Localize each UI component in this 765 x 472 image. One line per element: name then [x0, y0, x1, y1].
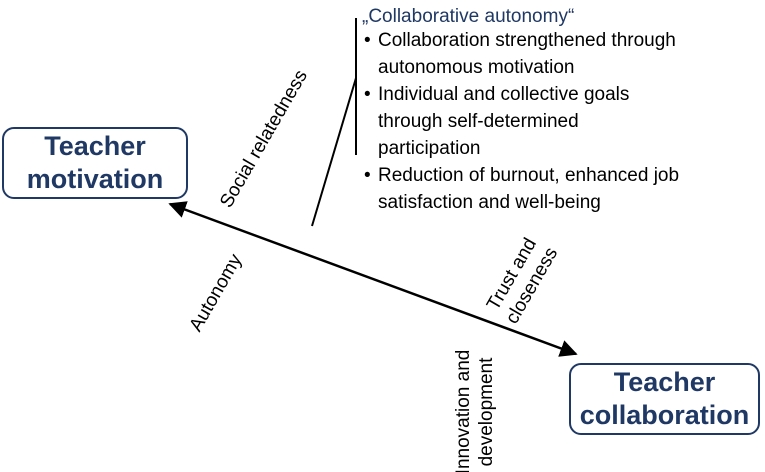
bullet-item: • Collaboration strengthened through aut…: [364, 27, 764, 81]
innovation-development-label: Innovation and development: [452, 350, 498, 472]
callout-bullet-list: • Collaboration strengthened through aut…: [364, 27, 764, 216]
bullet-dot: •: [364, 30, 371, 51]
bullet-dot: •: [364, 165, 371, 186]
teacher-collaboration-line-2: collaboration: [579, 400, 750, 430]
teacher-motivation-box: Teacher motivation: [2, 127, 188, 199]
main-arrow: [168, 201, 578, 357]
teacher-motivation-line-2: motivation: [26, 164, 164, 194]
teacher-collaboration-box: Teacher collaboration: [569, 363, 760, 435]
bullet-dot: •: [364, 84, 371, 105]
callout-connector: [311, 77, 357, 227]
bullet-item: • Individual and collective goals throug…: [364, 81, 764, 162]
bullet-item: • Reduction of burnout, enhanced job sat…: [364, 162, 764, 216]
teacher-collaboration-line-1: Teacher: [613, 367, 716, 397]
innovation-development-line-1: Innovation and: [453, 349, 474, 472]
innovation-development-line-2: development: [476, 357, 497, 467]
bullet-line: Collaboration strengthened through: [378, 30, 676, 51]
collaborative-autonomy-heading: „Collaborative autonomy“: [362, 6, 575, 27]
bullet-line: Reduction of burnout, enhanced job: [378, 165, 680, 186]
bullet-line: participation: [378, 138, 481, 159]
bullet-line: satisfaction and well-being: [378, 192, 601, 213]
bullet-line: Individual and collective goals: [378, 84, 630, 105]
bullet-line: through self-determined: [378, 111, 579, 132]
teacher-motivation-line-1: Teacher: [44, 131, 146, 161]
bullet-line: autonomous motivation: [378, 57, 575, 78]
